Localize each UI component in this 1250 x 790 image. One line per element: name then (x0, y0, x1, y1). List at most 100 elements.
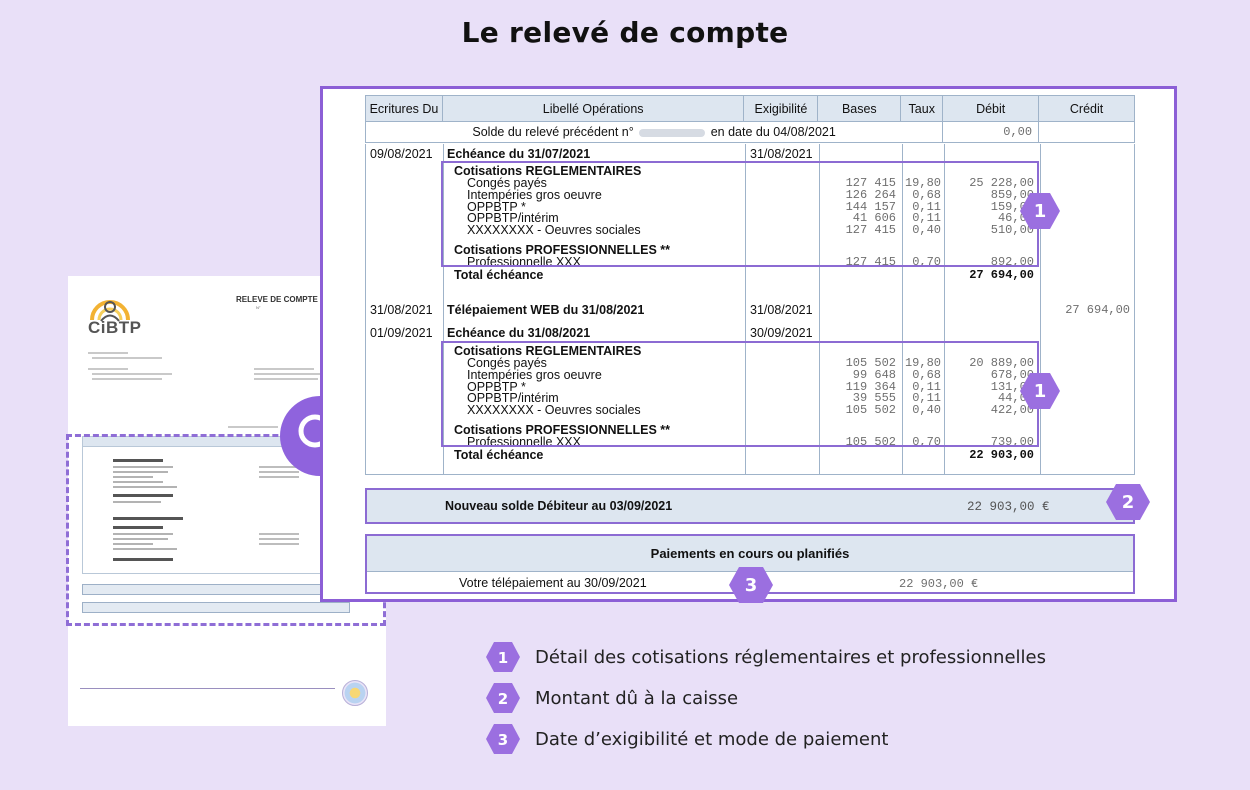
thumb-text-line (254, 373, 324, 375)
contribution-debit: 422,00 (990, 403, 1034, 418)
block2-total: 22 903,00 (969, 448, 1034, 462)
block2-regl-title: Cotisations REGLEMENTAIRES (454, 344, 642, 358)
contribution-taux: 0,68 (912, 187, 941, 202)
block2-title: Echéance du 31/08/2021 (447, 326, 591, 340)
block2-highlight (441, 341, 1039, 447)
thumb-text-line (88, 368, 128, 370)
col-header: Bases (817, 95, 902, 122)
thumb-doc-title: RELEVE DE COMPTE (236, 295, 318, 304)
contribution-label: XXXXXXXX - Oeuvres sociales (467, 403, 641, 418)
thumb-row (113, 543, 153, 545)
thumb-row (113, 533, 173, 535)
col-header: Débit (942, 95, 1040, 122)
col-divider (745, 144, 746, 474)
col-divider (1040, 144, 1041, 474)
payment-label: Télépaiement WEB du 31/08/2021 (447, 303, 645, 317)
badge-1-icon: 1 (1020, 373, 1060, 409)
badge-2-label: 2 (1121, 491, 1135, 513)
contribution-debit: 859,00 (990, 187, 1034, 202)
payments-line-amount: 22 903,00 € (899, 577, 979, 591)
thumb-number (259, 533, 299, 535)
badge-1-label: 1 (1033, 380, 1047, 402)
block2-exigibilite: 30/09/2021 (750, 326, 813, 340)
col-header: Ecritures Du (365, 95, 443, 122)
block1-regl-title: Cotisations REGLEMENTAIRES (454, 164, 642, 178)
contribution-label: Congés payés (467, 356, 547, 370)
redacted-number (639, 128, 706, 137)
contribution-base: 119 364 (845, 379, 896, 394)
thumb-table-header (83, 437, 379, 447)
col-divider (443, 144, 444, 474)
badge-2-icon: 2 (1106, 484, 1150, 520)
thumb-number (259, 543, 299, 545)
table-header-row: Ecritures Du Libellé Opérations Exigibil… (365, 95, 1135, 122)
thumb-text-line (92, 373, 172, 375)
previous-balance-label-end: en date du 04/08/2021 (710, 125, 836, 139)
col-divider (944, 144, 945, 474)
thumb-text-line (254, 378, 318, 380)
block2-pro-title: Cotisations PROFESSIONNELLES ** (454, 423, 671, 437)
contribution-taux: 0,11 (912, 199, 941, 214)
thumb-row (113, 538, 168, 540)
new-balance-amount: 22 903,00 € (967, 500, 1050, 514)
previous-balance-label: Solde du relevé précédent n° en date du … (364, 121, 943, 143)
legend-text: Date d’exigibilité et mode de paiement (535, 729, 889, 750)
col-header: Taux (900, 95, 944, 122)
contribution-taux: 0,68 (912, 367, 941, 382)
contribution-base: 39 555 (852, 391, 896, 406)
contribution-label: OPPBTP/intérim (467, 391, 559, 406)
contribution-taux: 19,80 (904, 176, 941, 190)
col-divider (819, 144, 820, 474)
statement-zoom: Ecritures Du Libellé Opérations Exigibil… (320, 86, 1177, 603)
contribution-label: OPPBTP/intérim (467, 211, 559, 226)
thumb-row (113, 466, 173, 468)
thumb-text-line (254, 368, 314, 370)
contribution-base: 126 264 (845, 187, 896, 202)
contribution-debit: 25 228,00 (969, 176, 1034, 190)
contribution-taux: 0,11 (912, 211, 941, 226)
contribution-base: 41 606 (852, 211, 896, 226)
col-divider (902, 144, 903, 474)
thumb-row (113, 486, 177, 488)
legend-badge-num: 2 (498, 690, 508, 708)
thumb-row (113, 471, 168, 473)
thumb-text-line (92, 378, 162, 380)
col-header: Crédit (1038, 95, 1135, 122)
cibtp-logo-icon (90, 300, 130, 322)
thumb-row (113, 459, 163, 462)
block2-total-label: Total échéance (454, 448, 544, 462)
contribution-debit: 678,00 (990, 367, 1034, 382)
badge-3-icon: 3 (729, 567, 773, 603)
thumb-number (259, 466, 299, 468)
block2-date: 01/09/2021 (370, 326, 433, 340)
block1-total-label: Total échéance (454, 268, 544, 282)
contribution-label: Congés payés (467, 176, 547, 190)
payment-credit: 27 694,00 (1065, 303, 1130, 317)
legend-badge-icon: 2 (486, 683, 520, 713)
thumb-row (113, 494, 173, 497)
payment-date: 31/08/2021 (370, 303, 433, 317)
col-header: Libellé Opérations (441, 95, 745, 122)
legend-badge-num: 1 (498, 649, 508, 667)
block1-total: 27 694,00 (969, 268, 1034, 282)
thumb-row (113, 548, 177, 550)
contribution-base: 144 157 (845, 199, 896, 214)
legend-badge-num: 3 (498, 731, 508, 749)
new-balance-box: Nouveau solde Débiteur au 03/09/2021 22 … (365, 488, 1135, 524)
thumb-seal-icon (342, 680, 368, 706)
contribution-taux: 0,40 (912, 403, 941, 418)
contribution-base: 105 502 (845, 356, 896, 370)
thumb-payments-box (82, 602, 350, 613)
badge-1-label: 1 (1033, 200, 1047, 222)
cibtp-logo-text: CiBTP (88, 318, 142, 337)
thumb-number (259, 471, 299, 473)
contribution-base: 127 415 (845, 176, 896, 190)
legend-text: Détail des cotisations réglementaires et… (535, 647, 1046, 668)
thumb-text-line (92, 357, 162, 359)
contribution-taux: 19,80 (904, 356, 941, 370)
contribution-label: OPPBTP * (467, 379, 526, 394)
contribution-debit: 20 889,00 (969, 356, 1034, 370)
block1-highlight (441, 161, 1039, 267)
thumb-text-line (88, 352, 128, 354)
contribution-label: XXXXXXXX - Oeuvres sociales (467, 223, 641, 238)
